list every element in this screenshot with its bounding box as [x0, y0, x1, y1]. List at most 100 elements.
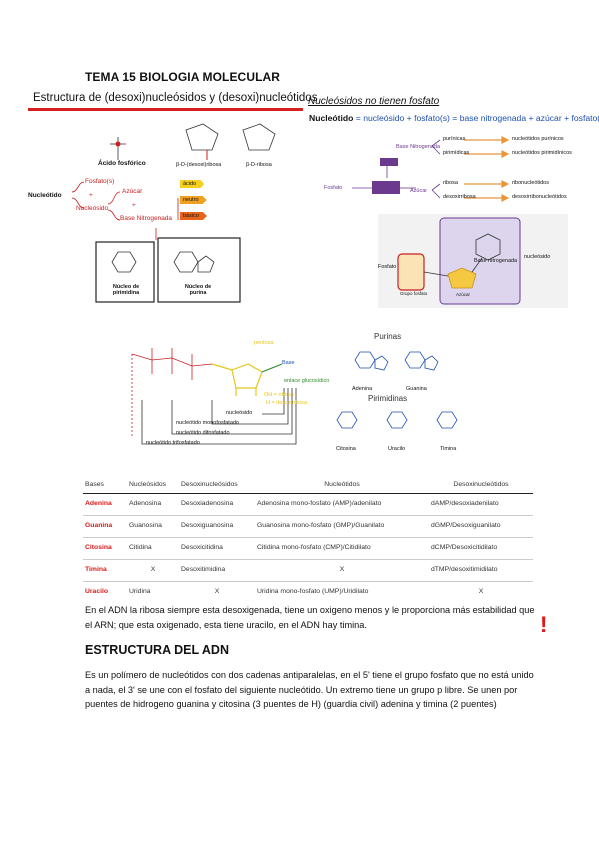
cell-nucleotido: X [255, 559, 429, 582]
label-azucar-3: Azúcar [456, 292, 471, 297]
label-fosfato-3: Fosfato [378, 264, 397, 270]
cell-nucleotido: Adenosina mono-fosfato (AMP)/adenilato [257, 500, 382, 507]
label-enlace-glucosidico: enlace glucosídico [284, 378, 330, 384]
label-acido-fosforico: Ácido fosfórico [98, 160, 146, 167]
cell-base: Citosina [83, 537, 127, 560]
table-row: Uracilo Uridina X Uridina mono-fosfato (… [83, 581, 533, 603]
label-purinas: Purinas [374, 332, 402, 341]
cell-nucleosido: Citidina [127, 537, 179, 560]
label-fosfato-2: Fosfato [324, 185, 343, 191]
label-guanina: Guanina [406, 386, 427, 392]
cell-desoxinucleosido: Desoxiadenosina [181, 500, 234, 507]
label-pirimidinas: Pirimidinas [368, 394, 408, 403]
exclamation-mark: ! [540, 612, 548, 637]
cell-nucleosido: Guanosina [127, 515, 179, 538]
cell-desoxinucleotido: dTMP/desoxitimidilato [429, 559, 533, 582]
label-ribonucleotidos: ribonucleótidos [512, 180, 549, 186]
cell-nucleosido: Uridina [127, 581, 179, 603]
section-title-estructura-adn: ESTRUCTURA DEL ADN [85, 643, 229, 657]
title-underline [28, 108, 303, 111]
label-azucar-2: Azúcar [410, 188, 428, 194]
cell-nucleosido: X [127, 559, 179, 582]
label-desoxirribosa: β-D-(desoxi)ribosa [176, 162, 222, 168]
fig1-drawing [71, 123, 276, 303]
tag-neutro: neutro [180, 196, 207, 204]
figure-phosphate-chain: pentosa Base enlace glucosídico OH = rib… [112, 330, 352, 458]
label-desoxirribosa-2: desoxirribosa [443, 194, 476, 200]
page-title: TEMA 15 BIOLOGIA MOLECULAR [85, 70, 281, 84]
col-desoxinucleotidos: Desoxinucleótidos [429, 478, 533, 494]
label-difosfatado: nucleótido difosfatado [176, 430, 230, 436]
table-row: Timina X Desoxitimidina X dTMP/desoxitim… [83, 559, 533, 582]
label-ribosa: β-D-ribosa [246, 162, 272, 168]
label-base-nitrogenada: Base Nitrogenada [120, 215, 173, 222]
label-uracilo: Uracilo [388, 446, 406, 452]
cell-base: Uracilo [83, 581, 127, 603]
figure-classification: Base Nitrogenada purínicas pirimídicas n… [312, 126, 587, 208]
cell-desoxinucleosido: Desoxitimidina [179, 559, 255, 582]
label-fosfato: Fosfato(s) [85, 178, 115, 185]
plus-sign-1: + [89, 192, 93, 199]
col-desoxinucleosidos: Desoxinucleósidos [179, 478, 255, 494]
table-row: Adenina Adenosina Desoxiadenosina Adenos… [83, 494, 533, 516]
label-nucleosido-3: nucleósido [524, 254, 551, 260]
label-desoxirribonucleotidos: desoxirribonucleótidos [512, 194, 567, 200]
cell-desoxinucleosido: Desoxiguanosina [179, 515, 255, 538]
label-nuc-pirimidinicos: nucleótidos pirimidínicos [512, 150, 572, 156]
label-ribosa-2: ribosa [443, 180, 458, 186]
label-base: Base [282, 360, 295, 366]
label-pentosa: pentosa [254, 340, 274, 346]
label-pirimidinicas: pirimídicas [443, 150, 470, 156]
label-purina: Núcleo de purina [184, 284, 212, 296]
label-nuc-purinicos: nucleótidos purínicos [512, 136, 564, 142]
cell-nucleotido: Guanosina mono-fosfato (GMP)/Guanilato [255, 515, 429, 538]
label-pirimidina: Núcleo de pirimidina [112, 284, 140, 296]
figure-bases: Purinas Adenina Guanina Pirimidinas Cito… [330, 330, 480, 458]
label-nucleosido-4: nucleósido [226, 410, 253, 416]
col-nucleosidos: Nucleósidos [127, 478, 179, 494]
label-grupo-fosfato: Grupo fosfato [400, 291, 428, 296]
tag-acido: ácido [180, 180, 205, 188]
nucleosidos-note: Nucleósidos no tienen fosfato [308, 96, 440, 107]
fig2-drawing [352, 136, 510, 202]
col-bases: Bases [83, 478, 127, 494]
label-h-desoxiribosa: H = desoxiribosa [266, 400, 308, 406]
col-nucleotidos: Nucleótidos [255, 478, 429, 494]
cell-nucleotido: Citidina mono-fosfato (CMP)/Citidilato [255, 537, 429, 560]
table-header-row: Bases Nucleósidos Desoxinucleósidos Nucl… [83, 478, 533, 494]
fig4-drawing [131, 348, 297, 445]
bases-table: Bases Nucleósidos Desoxinucleósidos Nucl… [83, 478, 533, 603]
formula-nucleotido: Nucleótido = nucleósido + fosfato(s) = b… [309, 113, 599, 123]
cell-nucleosido: Adenosina [129, 500, 162, 507]
label-purinicas: purínicas [443, 136, 466, 142]
cell-base: Timina [83, 559, 127, 582]
figure-nucleotide-schematic: Fosfato Base nitrogenada nucleósido Grup… [378, 214, 568, 308]
cell-desoxinucleosido: Desoxicitidina [179, 537, 255, 560]
tag-basico: básico [180, 212, 207, 220]
label-citosina: Citosina [336, 446, 356, 452]
formula-head: Nucleótido [309, 113, 354, 123]
section-subtitle: Estructura de (desoxi)nucleósidos y (des… [33, 92, 318, 104]
label-monofosfatado: nucleótido monofosfatado [176, 420, 239, 426]
cell-base: Adenina [85, 500, 112, 507]
cell-desoxinucleotido: dCMP/Desoxicitidilato [429, 537, 533, 560]
figure-nucleotide-components: Ácido fosfórico β-D-(desoxi)ribosa β-D-r… [28, 112, 303, 312]
label-oh-ribosa: OH = ribosa [264, 392, 294, 398]
label-nucleotido: Nucleótido [28, 192, 62, 199]
label-timina: Timina [440, 446, 457, 452]
label-azucar: Azúcar [122, 188, 143, 195]
cell-desoxinucleotido: dAMP/desoxiadenilato [431, 500, 499, 507]
label-adenina: Adenina [352, 386, 373, 392]
cell-base: Guanina [83, 515, 127, 538]
cell-desoxinucleotido: dGMP/Desoxiguanilato [429, 515, 533, 538]
paragraph-ribosa: En el ADN la ribosa siempre esta desoxig… [85, 605, 535, 630]
label-nucleosido: Nucleósido [76, 205, 109, 212]
table-row: Citosina Citidina Desoxicitidina Citidin… [83, 537, 533, 560]
fig3-drawing [378, 214, 568, 308]
cell-desoxinucleotido: X [429, 581, 533, 603]
fig5-drawing [336, 351, 458, 429]
table-row: Guanina Guanosina Desoxiguanosina Guanos… [83, 515, 533, 538]
paragraph-estructura-adn: Es un polímero de nucleótidos con dos ca… [85, 670, 534, 709]
cell-desoxinucleosido: X [179, 581, 255, 603]
label-trifosfatado: nucleótido trifosfatado [146, 440, 200, 446]
